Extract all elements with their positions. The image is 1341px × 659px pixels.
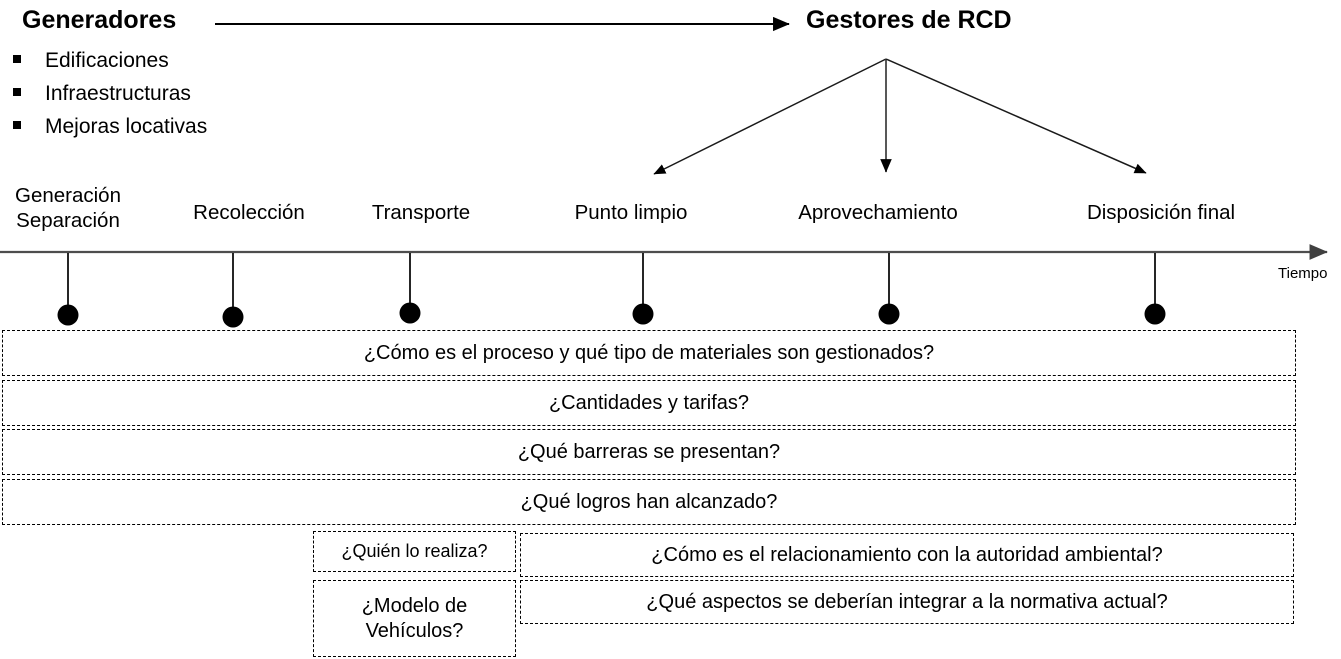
question-text: ¿Qué aspectos se deberían integrar a la … <box>646 590 1168 613</box>
stage-label-aprovechamiento: Aprovechamiento <box>798 201 958 224</box>
question-box-cantidades-tarifas: ¿Cantidades y tarifas? <box>2 380 1296 426</box>
list-item-label: Mejoras locativas <box>45 115 208 138</box>
list-item: Edificaciones <box>8 50 348 83</box>
bullet-square-icon <box>13 55 21 63</box>
stage-label-punto-limpio: Punto limpio <box>574 201 688 224</box>
list-item-label: Infraestructuras <box>45 82 191 105</box>
question-box-quien-lo-realiza: ¿Quién lo realiza? <box>313 531 516 572</box>
question-box-proceso-materiales: ¿Cómo es el proceso y qué tipo de materi… <box>2 330 1296 376</box>
timeline-marker-disposicion-final <box>1144 253 1166 325</box>
question-box-barreras: ¿Qué barreras se presentan? <box>2 429 1296 475</box>
list-item: Mejoras locativas <box>8 116 348 149</box>
generator-list: Edificaciones Infraestructuras Mejoras l… <box>8 50 348 149</box>
question-text: ¿Qué barreras se presentan? <box>517 440 781 463</box>
question-box-aspectos-normativa: ¿Qué aspectos se deberían integrar a la … <box>520 580 1294 624</box>
bullet-square-icon <box>13 88 21 96</box>
timeline-marker-aprovechamiento <box>878 253 900 325</box>
bullet-square-icon <box>13 121 21 129</box>
generadores-heading: Generadores <box>22 6 177 34</box>
stage-label-generacion-separacion: Generación Separación <box>15 184 121 232</box>
question-text: ¿Cómo es el relacionamiento con la autor… <box>651 543 1163 566</box>
question-text: ¿Cantidades y tarifas? <box>548 391 750 414</box>
stage-label-transporte: Transporte <box>371 201 471 224</box>
question-text: ¿Qué logros han alcanzado? <box>520 490 778 513</box>
question-text: ¿Quién lo realiza? <box>341 541 488 561</box>
timeline-marker-generacion-separacion <box>57 253 79 326</box>
question-box-relacionamiento-autoridad: ¿Cómo es el relacionamiento con la autor… <box>520 533 1294 577</box>
timeline-marker-recoleccion <box>222 253 244 328</box>
timeline-marker-transporte <box>399 253 421 324</box>
stage-label-disposicion-final: Disposición final <box>1086 201 1236 224</box>
question-text: ¿Modelo de Vehículos? <box>361 594 468 642</box>
gestores-heading: Gestores de RCD <box>806 6 1012 34</box>
stage-label-recoleccion: Recolección <box>193 201 305 224</box>
list-item-label: Edificaciones <box>45 49 169 72</box>
gestores-arrow-left <box>653 58 887 175</box>
question-text: ¿Cómo es el proceso y qué tipo de materi… <box>363 341 935 364</box>
question-box-modelo-vehiculos: ¿Modelo de Vehículos? <box>313 580 516 657</box>
timeline-marker-punto-limpio <box>632 253 654 325</box>
question-box-logros: ¿Qué logros han alcanzado? <box>2 479 1296 525</box>
list-item: Infraestructuras <box>8 83 348 116</box>
gestores-arrow-right <box>885 58 1147 174</box>
axis-caption-tiempo: Tiempo <box>1278 265 1328 282</box>
